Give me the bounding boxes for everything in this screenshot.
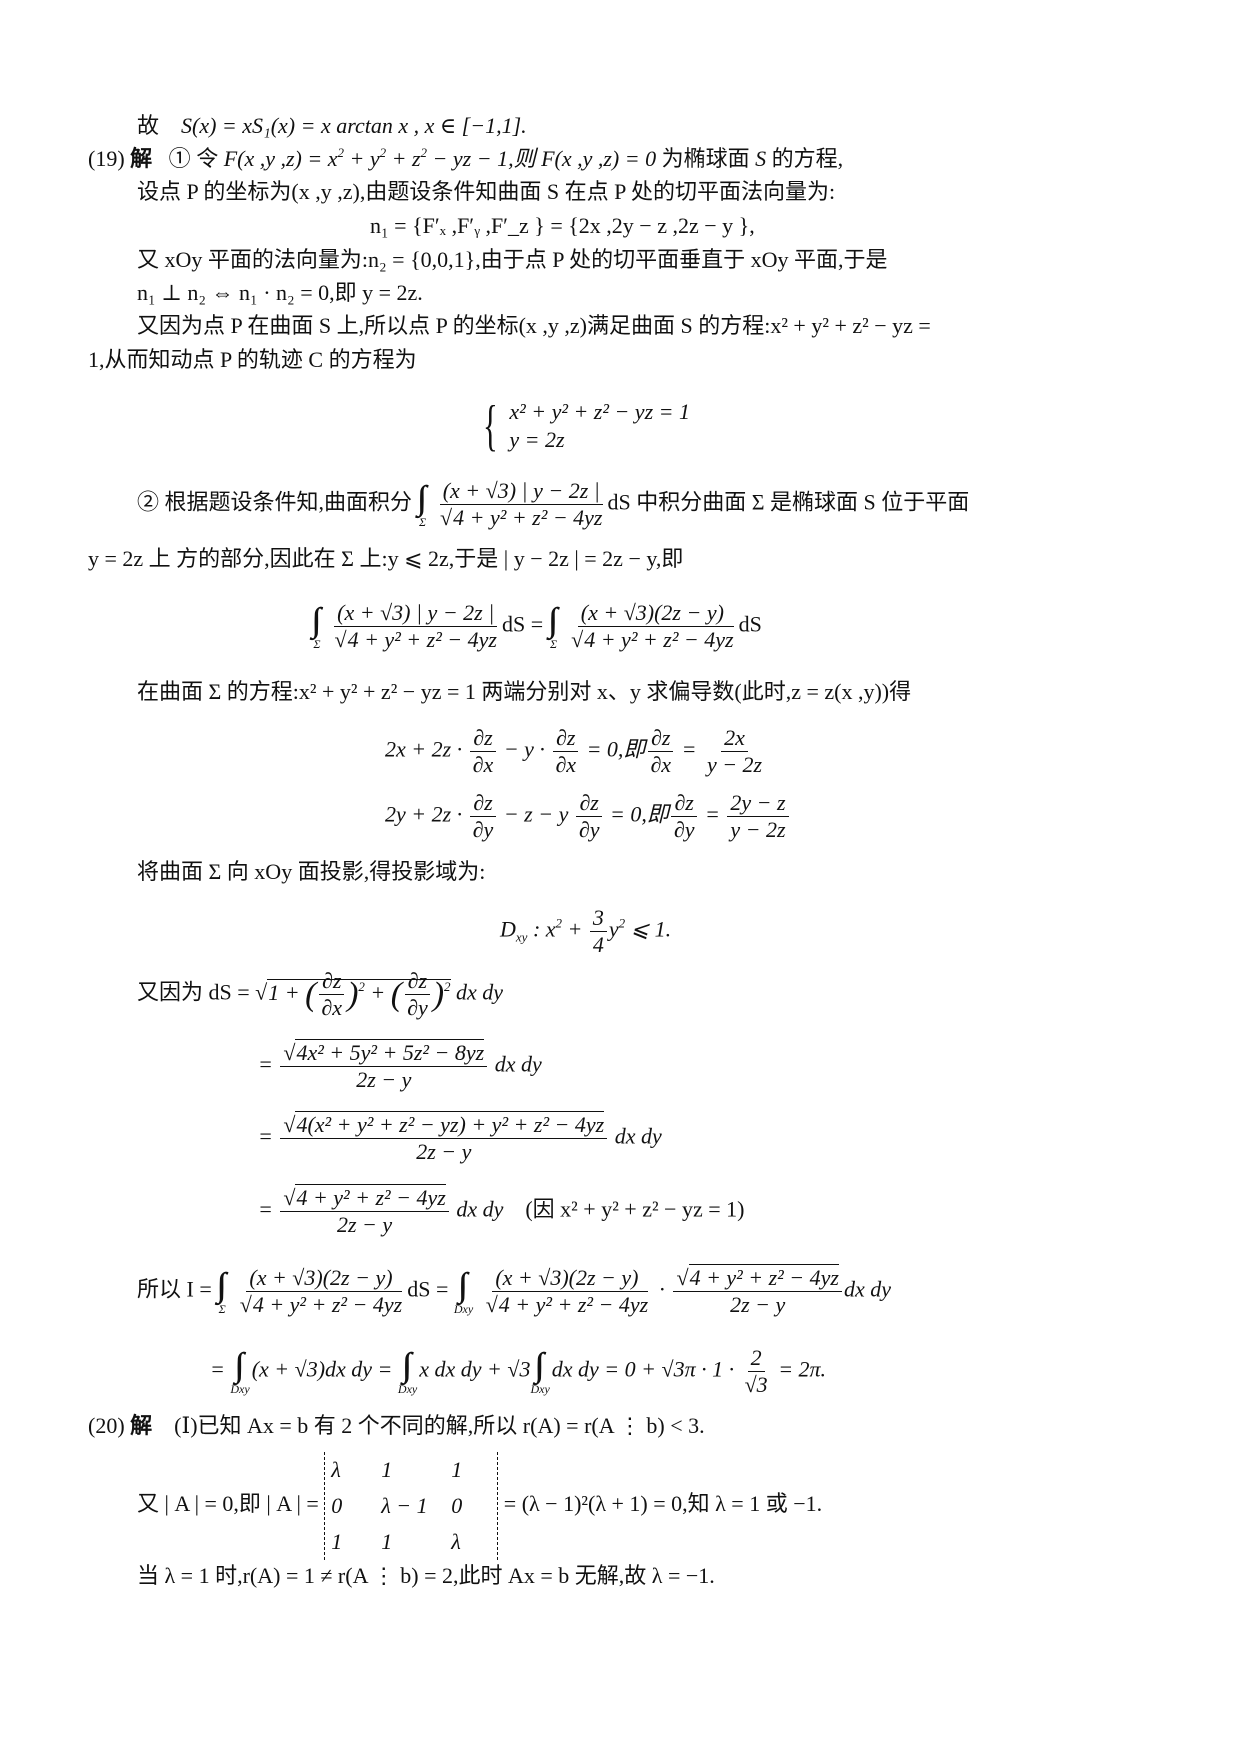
normal-vector-n1: n₁ = {F′ₓ ,F′ᵧ ,F′_z } = {2x ,2y − z ,2z… [370,213,755,238]
det-cell: λ [451,1529,461,1554]
partial-derivative-x: 2x + 2z · ∂z∂x − y · ∂z∂x = 0,即∂z∂x = 2x… [385,725,763,777]
part2-line2: y = 2z 上 方的部分,因此在 Σ 上:y ⩽ 2z,于是 | y − 2z… [88,546,684,571]
result-denominator-3: 2z − y [730,1292,786,1317]
det-cell: 1 [331,1529,343,1554]
part1-line3: 又 xOy 平面的法向量为:n₂ = {0,0,1},由于点 P 处的切平面垂直… [137,247,888,272]
trajectory-system: { x² + y² + z² − yz = 1 y = 2z [477,398,690,454]
lhs-numerator: (x + √3) | y − 2z | [334,600,498,627]
integral-result-line1: 所以 I = ∫∫Σ (x + √3)(2z − y)√4 + y² + z² … [137,1264,891,1317]
result-prefix: 所以 I = [137,1276,212,1302]
abs-value-equation: ∫∫Σ (x + √3) | y − 2z | √4 + y² + z² − 4… [312,600,762,652]
problem-20-line3: 当 λ = 1 时,r(A) = 1 ≠ r(A ⋮ b) = 2,此时 Ax … [137,1563,715,1588]
ds-step3-denominator: 2z − y [337,1212,393,1237]
problem-20-line1: (Ⅰ)已知 Ax = b 有 2 个不同的解,所以 r(A) = r(A ⋮ b… [174,1413,705,1438]
part1-line4: n₁ ⊥ n₂ ⇔ n₁ · n₂ = 0,即 y = 2z. [137,280,423,305]
problem-20-label: 解 [130,1413,153,1438]
det-cell: 0 [451,1493,463,1518]
system-eq-2: y = 2z [509,427,565,452]
problem-19-label: 解 [130,146,153,171]
ds-step2-numerator: 4(x² + y² + z² − yz) + y² + z² − 4yz [295,1111,605,1137]
ds-step1-denominator: 2z − y [356,1067,412,1092]
det-cell: 1 [451,1457,463,1482]
ds-step1-numerator: 4x² + 5y² + 5z² − 8yz [295,1039,485,1065]
det-cell: λ [331,1457,341,1482]
part1-line6: 1,从而知动点 P 的轨迹 C 的方程为 [88,347,417,372]
part1-text-b: 为椭球面 [661,146,750,171]
part1-text-a: 令 [196,146,219,171]
problem-20-number: (20) [88,1413,125,1438]
lhs-denominator: 4 + y² + z² − 4yz [346,626,497,652]
det-cell: λ − 1 [381,1493,428,1518]
result-denominator-2: 4 + y² + z² − 4yz [497,1291,649,1317]
part2-marker: ② [137,489,160,515]
integrand-numerator: (x + √3) | y − 2z | [439,478,603,505]
problem-19-header: (19) 解 ① 令 F(x ,y ,z) = x2 + y2 + z2 − y… [88,145,843,173]
ds-formula: 又因为 dS = √1 + (∂z∂x)2 + (∂z∂y)2 dx dy [137,968,504,1020]
part2-text-a: 根据题设条件知,曲面积分 [164,489,413,515]
result-numerator-2: (x + √3)(2z − y) [492,1265,642,1292]
determinant-line: 又 | A | = 0,即 | A | = λ 1 1 0 λ − 1 0 1 … [137,1452,822,1560]
part2-line4: 将曲面 Σ 向 xOy 面投影,得投影域为: [137,859,486,884]
system-eq-1: x² + y² + z² − yz = 1 [509,399,690,424]
part2-line1: ② 根据题设条件知,曲面积分 ∫∫Σ (x + √3) | y − 2z | √… [137,478,970,530]
partial-derivative-y: 2y + 2z · ∂z∂y − z − y ∂z∂y = 0,即∂z∂y = … [385,790,791,843]
part2-text-b: 中积分曲面 Σ 是椭球面 S 位于平面 [636,489,970,515]
conclusion-formula: S(x) = xS₁(x) = x arctan x , x ∈ [−1,1]. [181,113,527,138]
det-suffix: = (λ − 1)²(λ + 1) = 0,知 λ = 1 或 −1. [503,1491,823,1517]
rhs-denominator: 4 + y² + z² − 4yz [583,626,734,652]
conclusion-line: 故 S(x) = xS₁(x) = x arctan x , x ∈ [−1,1… [137,112,527,140]
rhs-numerator: (x + √3)(2z − y) [577,600,727,627]
surface-symbol: S [755,146,767,171]
part1-line5: 又因为点 P 在曲面 S 上,所以点 P 的坐标(x ,y ,z)满足曲面 S … [137,313,931,338]
determinant-matrix: λ 1 1 0 λ − 1 0 1 1 λ [324,1452,499,1560]
det-cell: 1 [381,1529,393,1554]
problem-20-header: (20) 解 (Ⅰ)已知 Ax = b 有 2 个不同的解,所以 r(A) = … [88,1412,705,1440]
part1-line2: 设点 P 的坐标为(x ,y ,z),由题设条件知曲面 S 在点 P 处的切平面… [137,179,836,204]
result-numerator-3: 4 + y² + z² − 4yz [688,1264,839,1290]
integrand-denominator: 4 + y² + z² − 4yz [452,504,603,530]
double-integral-icon: ∫∫Σ [418,481,428,529]
part1-marker: ① [168,146,191,171]
result-numerator-1: (x + √3)(2z − y) [246,1265,396,1292]
ds-step3-numerator: 4 + y² + z² − 4yz [295,1184,446,1210]
integrand-fraction: (x + √3) | y − 2z | √4 + y² + z² − 4yz [439,478,603,530]
ds-prefix: 又因为 dS = [137,979,250,1005]
problem-19-number: (19) [88,146,125,171]
ds-note: (因 x² + y² + z² − yz = 1) [525,1196,745,1222]
left-brace: { [483,395,498,457]
result-denominator-1: 4 + y² + z² − 4yz [251,1291,403,1317]
function-definition: F(x ,y ,z) = x2 + y2 + z2 − yz − 1,则 F(x… [223,145,657,171]
part2-line3: 在曲面 Σ 的方程:x² + y² + z² − yz = 1 两端分别对 x、… [137,679,912,704]
det-cell: 0 [331,1493,343,1518]
conclusion-prefix: 故 [137,113,160,138]
det-prefix: 又 | A | = 0,即 | A | = [137,1491,319,1517]
det-cell: 1 [381,1457,393,1482]
part1-text-c: 的方程, [771,146,844,171]
ds-step2-denominator: 2z − y [416,1139,472,1164]
